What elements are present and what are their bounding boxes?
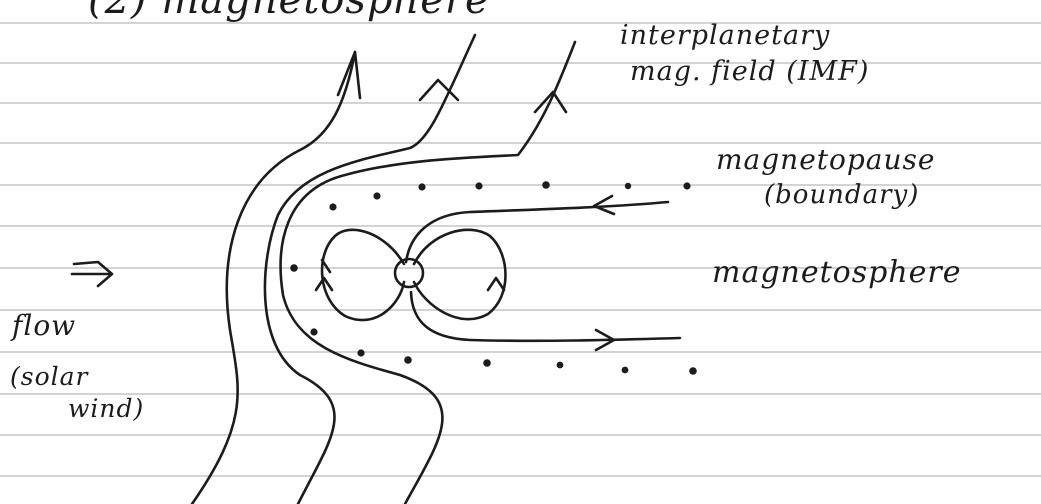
solar-wind-label-line-1: (solar (10, 364, 89, 389)
dipole-arrowhead-icon (488, 278, 504, 290)
planet-circle (395, 259, 423, 287)
dipole-loop-left (322, 230, 404, 320)
flow-label: flow (12, 312, 76, 340)
ruled-lines (0, 23, 1041, 476)
magnetosphere-label: magnetosphere (712, 258, 962, 288)
tail-field-line-upper (406, 202, 668, 262)
dipole-loop-right (414, 230, 506, 319)
solar-wind-label-line-2: wind) (68, 396, 144, 421)
magnetopause-label: magnetopause (716, 146, 935, 174)
right-arrow-icon (72, 262, 112, 286)
imf-label-line-2: mag. field (IMF) (630, 58, 869, 85)
magnetopause-note: (boundary) (764, 182, 919, 208)
imf-label-line-1: interplanetary (620, 22, 830, 49)
page-title: (2) magnetosphere (88, 0, 490, 20)
